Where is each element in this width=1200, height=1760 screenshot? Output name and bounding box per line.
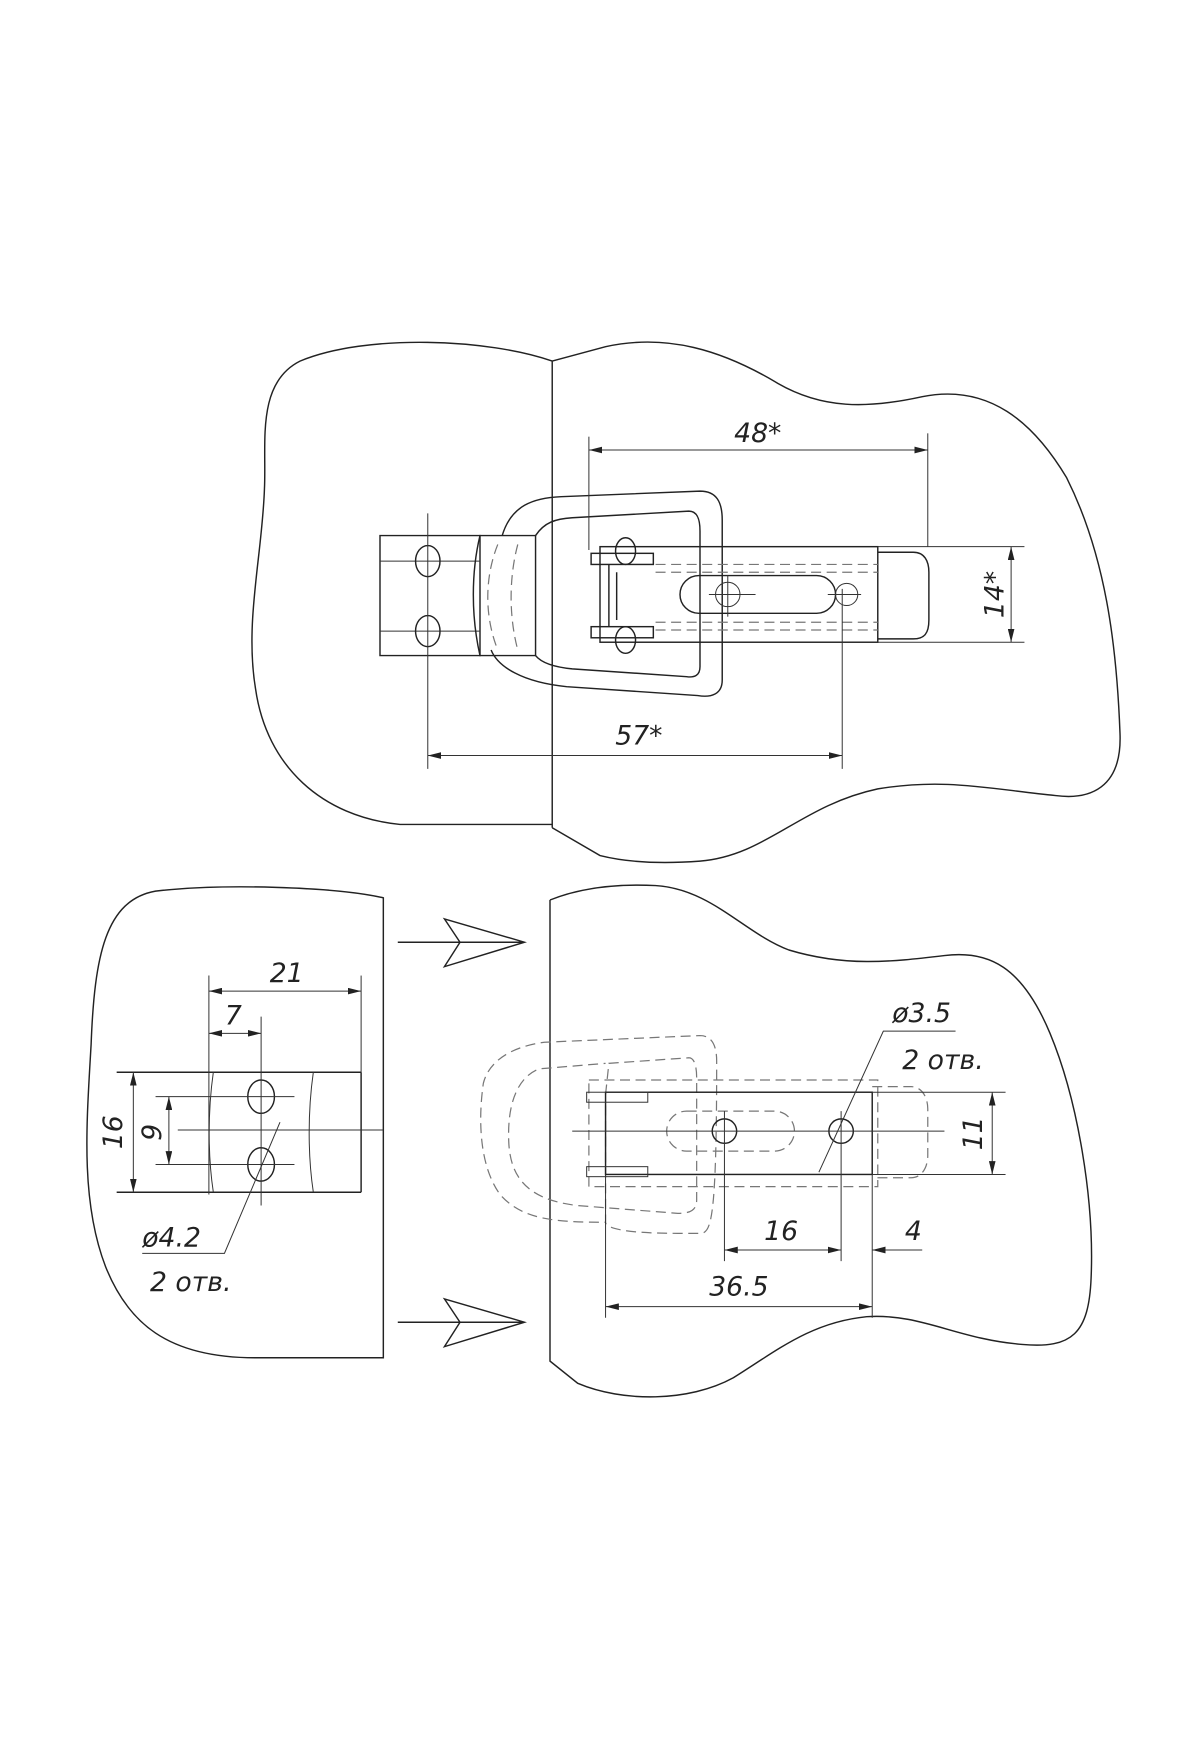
dim-label-9: 9 [137,1124,168,1141]
dim-label-14: 14* [979,571,1010,618]
latch-mounting-view: 11 16 4 36.5 ø3.5 2 отв. [480,884,1093,1398]
hole-count-label: 2 отв. [150,1267,231,1298]
hasp-mounting-view: 21 7 16 9 ø4.2 2 отв. [86,886,527,1359]
latch-base [604,1091,873,1176]
hole-count-label: 2 отв. [902,1045,983,1076]
dim-label-7: 7 [225,1000,242,1031]
dim-label-16: 16 [98,1115,129,1149]
dim-label-4: 4 [905,1216,922,1247]
left-panel-outline [251,341,553,826]
direction-arrow-icon [397,1297,527,1348]
latch-loop [490,490,723,697]
dim-label-16-right: 16 [764,1216,798,1247]
right-lid-outline [549,884,1093,1398]
dim-label-11: 11 [958,1116,989,1150]
leader-line [818,1030,956,1173]
right-panel-outline [551,341,1121,864]
top-view-assembly: 48* 14* 57* [251,341,1121,864]
hidden-loop-outline [480,1034,718,1234]
direction-arrow-icon [397,917,527,968]
dim-label-57: 57* [615,720,662,751]
hasp-plate [379,513,537,769]
hole-diameter-label: ø3.5 [891,998,951,1029]
leader-line [142,1122,281,1254]
dim-label-36-5: 36.5 [709,1272,768,1303]
hole-diameter-label: ø4.2 [141,1223,201,1254]
dim-label-21: 21 [270,958,304,989]
dim-label-48: 48* [734,418,781,449]
left-lid-outline [86,886,385,1359]
latch-body [590,537,930,655]
